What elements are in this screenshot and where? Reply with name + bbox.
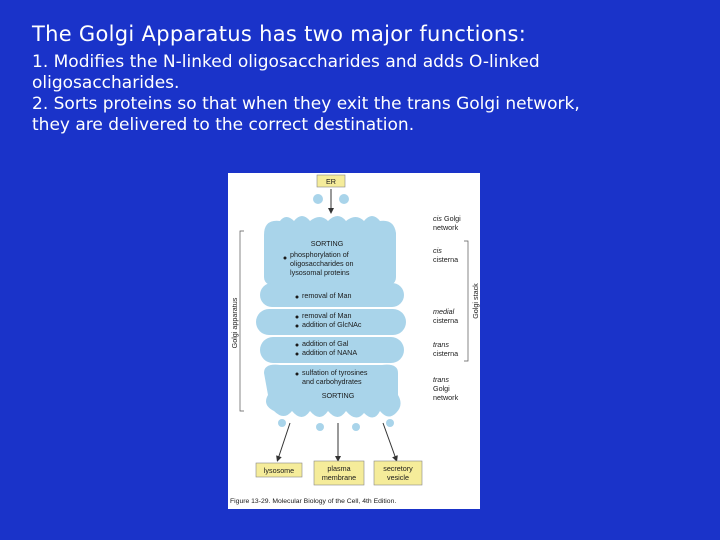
vesicle xyxy=(316,423,324,431)
dest-secretory-1: secretory xyxy=(383,464,413,473)
sorting-bottom: SORTING xyxy=(322,391,355,400)
right-bracket xyxy=(464,240,469,362)
point-2-line-1: 2. Sorts proteins so that when they exit… xyxy=(32,94,580,114)
stack-label: Golgi stack xyxy=(471,283,480,319)
trans-cisterna xyxy=(260,337,404,363)
bullet xyxy=(295,352,299,356)
point-1-line-1: 1. Modifies the N-linked oligosaccharide… xyxy=(32,52,540,72)
dest-secretory-2: vesicle xyxy=(387,473,409,482)
trans-line-1: addition of Gal xyxy=(302,339,349,348)
vesicle xyxy=(278,419,286,427)
dest-plasma-1: plasma xyxy=(327,464,350,473)
phos-line-2: oligosaccharides on xyxy=(290,259,354,268)
figure-caption: Figure 13-29. Molecular Biology of the C… xyxy=(230,498,396,505)
right-medial: medial xyxy=(433,307,455,316)
bullet xyxy=(295,315,299,319)
medial-cisterna xyxy=(256,309,406,335)
bullet xyxy=(295,343,299,347)
right-cis-1: cis xyxy=(433,214,442,223)
bullet xyxy=(283,256,287,260)
secretory-vesicle-box xyxy=(373,460,423,486)
lysosome-box xyxy=(255,462,303,478)
side-label: Golgi apparatus xyxy=(230,297,239,348)
right-trans-2: trans xyxy=(433,375,449,384)
trans-golgi-network xyxy=(264,364,401,418)
golgi-figure: ER SORTING phosphorylation of oligosacch… xyxy=(228,173,480,509)
sorting-top: SORTING xyxy=(311,239,344,248)
right-trans-1: trans xyxy=(433,340,449,349)
right-cisterna-3: cisterna xyxy=(433,349,458,358)
right-cisterna-2: cisterna xyxy=(433,316,458,325)
dest-lysosome: lysosome xyxy=(264,466,294,475)
arrow-secretory xyxy=(382,422,398,462)
left-bracket xyxy=(239,230,244,412)
right-cisterna-1: cisterna xyxy=(433,255,458,264)
right-golgi-1: Golgi xyxy=(444,214,461,223)
golgi-diagram: ER SORTING phosphorylation of oligosacch… xyxy=(230,174,480,505)
er-box xyxy=(316,174,346,188)
er-label: ER xyxy=(326,177,336,186)
point-1-line-2: oligosaccharides. xyxy=(32,73,180,93)
right-golgi-2: Golgi xyxy=(433,384,450,393)
vesicle xyxy=(339,194,349,204)
medial-line-2: addition of GlcNAc xyxy=(302,320,362,329)
trans-line-2: addition of NANA xyxy=(302,348,357,357)
cis-removal: removal of Man xyxy=(302,291,352,300)
bullet xyxy=(295,295,299,299)
vesicle xyxy=(352,423,360,431)
point-2-line-2: they are delivered to the correct destin… xyxy=(32,115,415,135)
plasma-membrane-box xyxy=(313,460,365,486)
vesicle xyxy=(386,419,394,427)
dest-plasma-2: membrane xyxy=(322,473,356,482)
medial-line-1: removal of Man xyxy=(302,311,352,320)
arrow-lysosome xyxy=(276,422,291,462)
phos-line-3: lysosomal proteins xyxy=(290,268,350,277)
bullet xyxy=(295,372,299,376)
slide-body: 1. Modifies the N-linked oligosaccharide… xyxy=(32,52,702,136)
cis-golgi-network xyxy=(264,216,396,287)
tgn-line-1: sulfation of tyrosines xyxy=(302,368,368,377)
phos-line-1: phosphorylation of xyxy=(290,250,349,259)
tgn-line-2: and carbohydrates xyxy=(302,377,362,386)
slide-title: The Golgi Apparatus has two major functi… xyxy=(32,22,527,46)
cis-cisterna xyxy=(260,283,404,307)
bullet xyxy=(295,324,299,328)
right-network-2: network xyxy=(433,393,459,402)
right-network-1: network xyxy=(433,223,459,232)
vesicle xyxy=(313,194,323,204)
right-cis-2: cis xyxy=(433,246,442,255)
